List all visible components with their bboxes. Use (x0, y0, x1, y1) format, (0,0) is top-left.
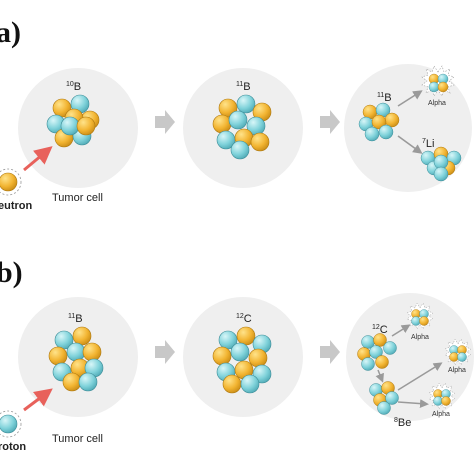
alpha-label: Alpha (428, 100, 446, 107)
beryllium-8-nucleus (369, 381, 399, 415)
boron-10-nucleus (46, 94, 100, 148)
boron-11-target-nucleus (48, 326, 104, 392)
particle-dashed-ring-b (0, 410, 22, 438)
lithium-7-label: 7Li (422, 138, 434, 150)
carbon-12-label: 12C (236, 313, 252, 325)
products-carbon-label: 12C (372, 324, 388, 336)
boron-10-label: 10B (66, 81, 81, 93)
proton-particle (0, 414, 18, 434)
panel-b-letter: b) (0, 256, 23, 289)
beryllium-emission-arrow (375, 369, 384, 383)
tumor-cell-label-b: Tumor cell (52, 433, 103, 445)
beryllium-8-label: 8Be (394, 417, 411, 429)
alpha-particle-1 (406, 302, 434, 330)
incoming-arrow (23, 146, 53, 172)
alpha-emission-arrow-1 (391, 324, 411, 337)
tumor-cell-label: Tumor cell (52, 192, 103, 204)
alpha-particle (421, 65, 455, 97)
alpha-label-2: Alpha (448, 367, 466, 374)
particle-label-b: roton (0, 441, 26, 453)
carbon-12-excited-nucleus (357, 333, 397, 371)
step-arrow-4 (320, 340, 340, 364)
alpha-particle-3 (428, 382, 456, 410)
boron-11-excited-nucleus (358, 102, 400, 142)
alpha-label-1: Alpha (411, 334, 429, 341)
alpha-emission-arrow (397, 90, 423, 107)
boron-11-label: 11B (236, 81, 251, 93)
panel-a-letter: a) (0, 16, 21, 49)
particle-label: eutron (0, 200, 33, 212)
alpha-particle-2 (444, 338, 472, 366)
boron-11-target-label: 11B (68, 313, 83, 325)
lithium-7-nucleus (420, 146, 462, 182)
alpha-emission-arrow-2 (397, 362, 443, 391)
products-boron-label: 11B (377, 92, 392, 104)
alpha-label-3: Alpha (432, 411, 450, 418)
neutron-particle (0, 172, 18, 192)
alpha-emission-arrow-3 (397, 399, 429, 409)
step-arrow-1 (155, 110, 175, 134)
lithium-emission-arrow (397, 135, 423, 154)
step-arrow-3 (155, 340, 175, 364)
panel-a: a) 10B eutron Tumor cell (0, 16, 472, 212)
carbon-12-nucleus (212, 326, 272, 394)
step-arrow-2 (320, 110, 340, 134)
incoming-arrow-b (23, 388, 53, 412)
particle-dashed-ring (0, 168, 22, 196)
panel-b: b) 11B roton Tumor cell (0, 256, 474, 453)
boron-11-nucleus (212, 94, 272, 160)
compound-cell-circle (183, 68, 303, 188)
